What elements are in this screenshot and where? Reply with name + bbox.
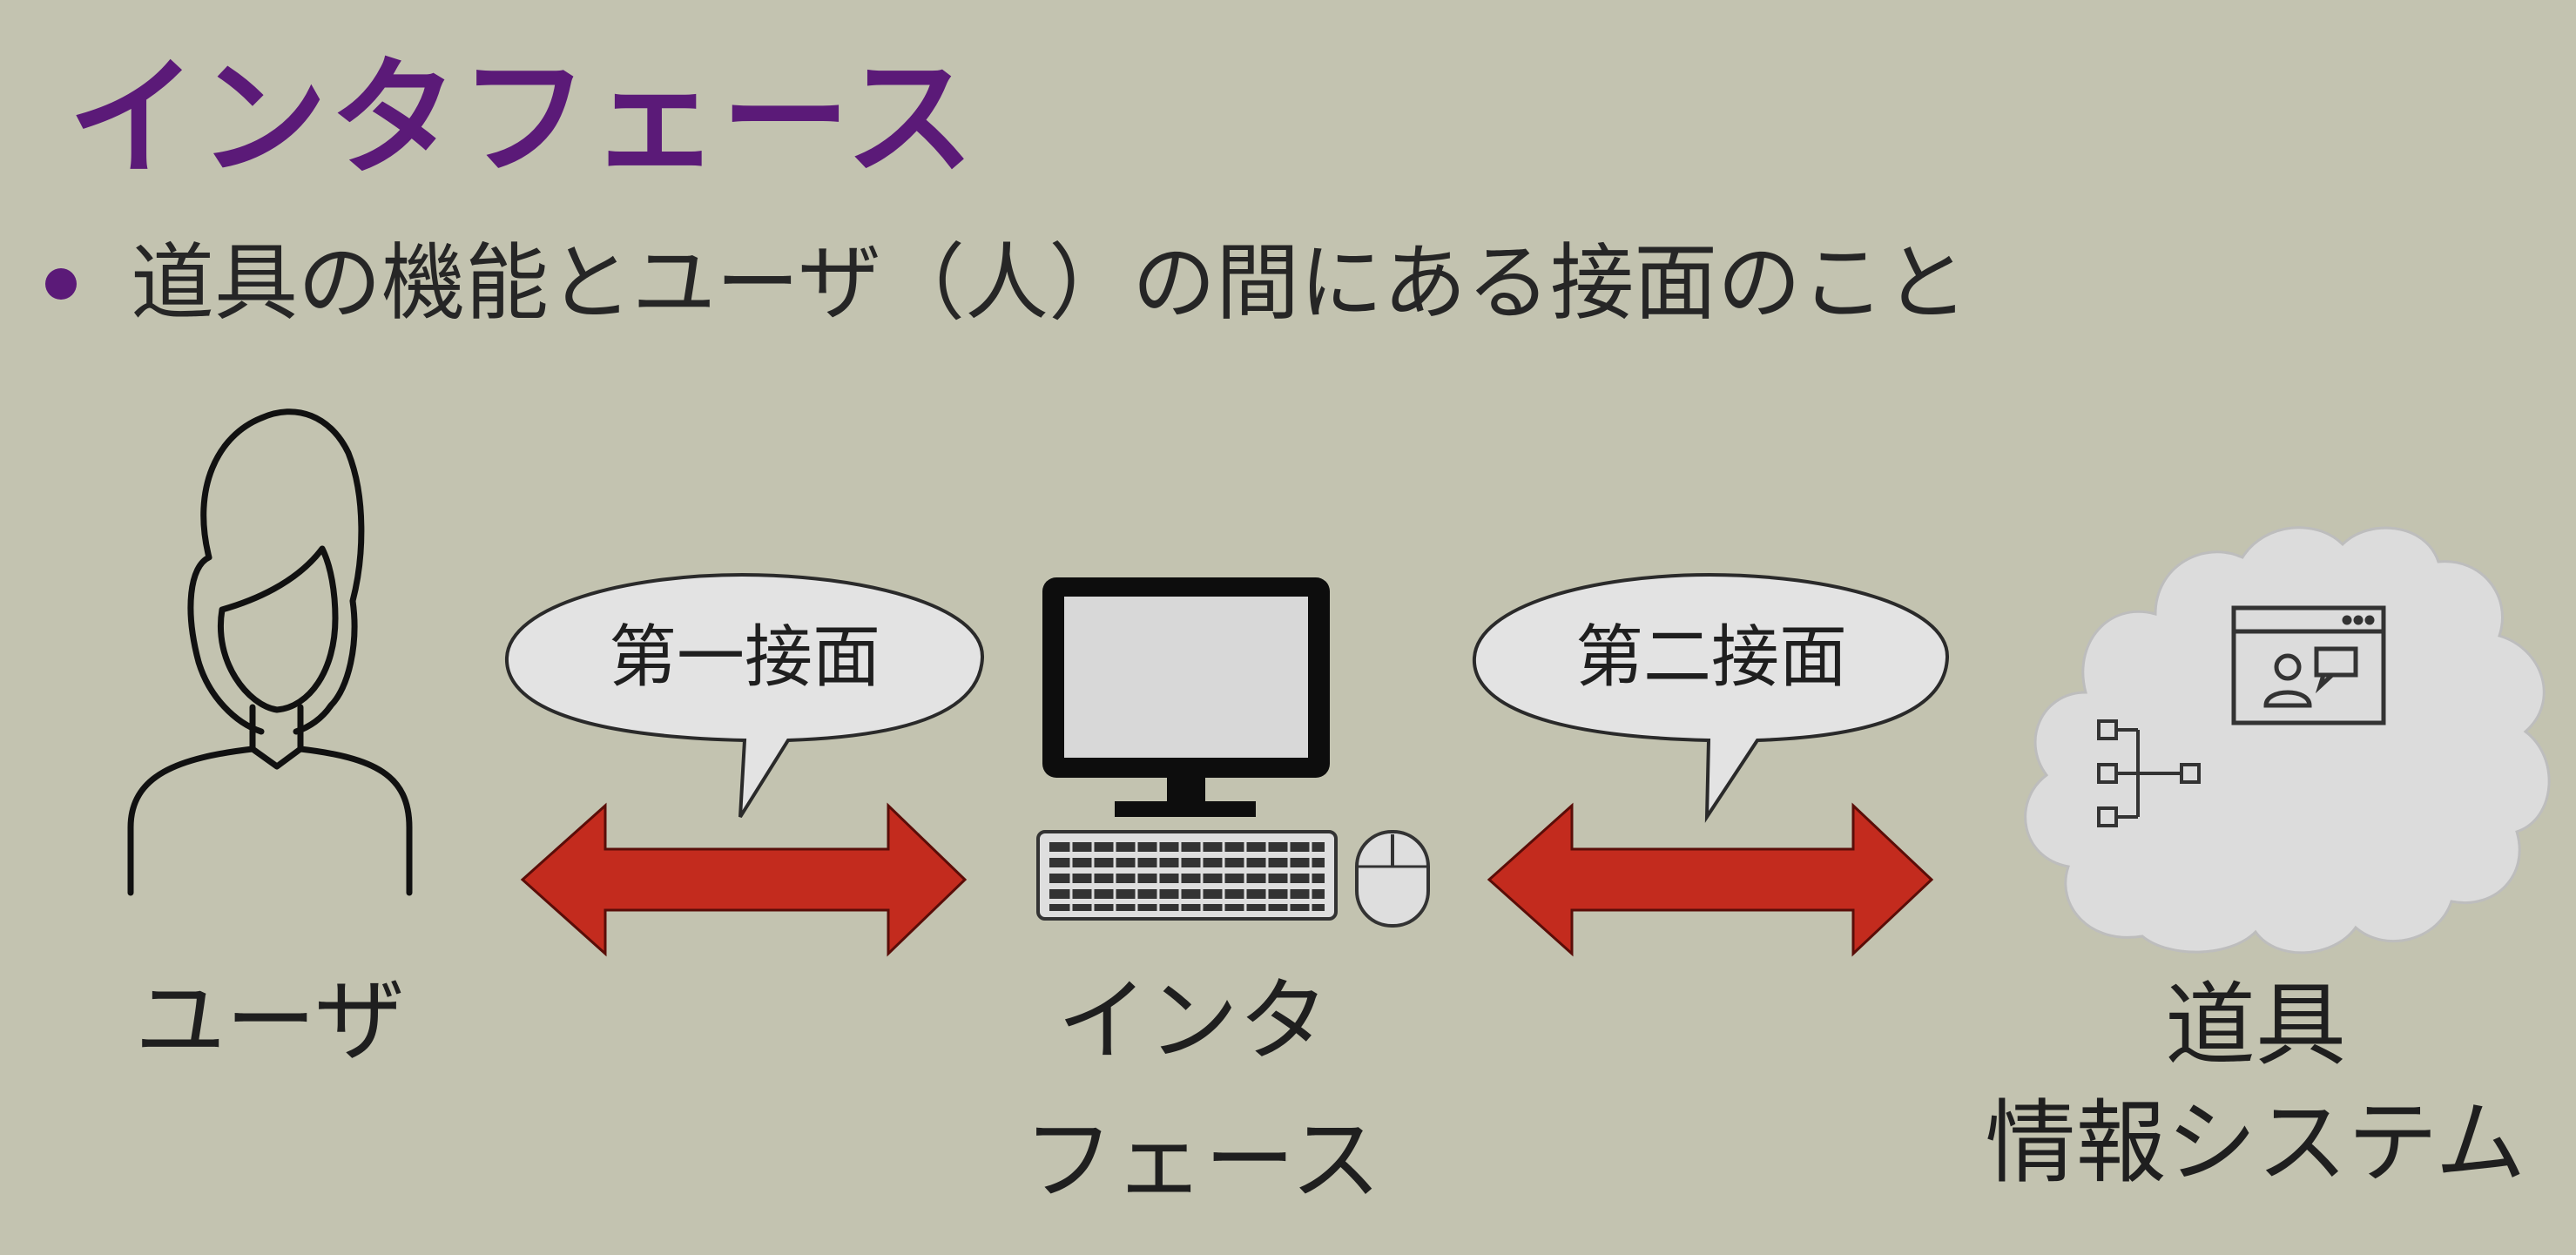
tool-label-line2: 情報システム xyxy=(1985,1090,2526,1196)
bubble-label-first: 第一接面 xyxy=(608,618,880,697)
computer-icon xyxy=(1042,577,1330,817)
mouse-icon xyxy=(1355,830,1430,928)
bullet-text: 道具の機能とユーザ（人）の間にある接面のこと xyxy=(131,234,1969,332)
double-arrow-right xyxy=(1487,802,1934,957)
double-arrow-left xyxy=(520,802,968,957)
user-label: ユーザ xyxy=(135,968,405,1074)
interface-label-line2: フェース xyxy=(1023,1107,1381,1213)
sitemap-icon xyxy=(2097,719,2201,827)
bullet-dot xyxy=(45,267,77,300)
keyboard-icon xyxy=(1036,830,1338,921)
slide-title: インタフェース xyxy=(68,44,976,193)
browser-window-icon xyxy=(2231,605,2386,725)
bubble-label-second: 第二接面 xyxy=(1575,618,1847,697)
cloud-icon xyxy=(2024,526,2551,955)
person-icon xyxy=(127,408,413,896)
bullet-item: 道具の機能とユーザ（人）の間にある接面のこと xyxy=(45,233,1968,334)
interface-label-line1: インタ xyxy=(1056,968,1329,1074)
speech-bubble-first xyxy=(504,572,985,819)
tool-label-line1: 道具 xyxy=(2164,972,2346,1078)
speech-bubble-second xyxy=(1472,572,1950,823)
